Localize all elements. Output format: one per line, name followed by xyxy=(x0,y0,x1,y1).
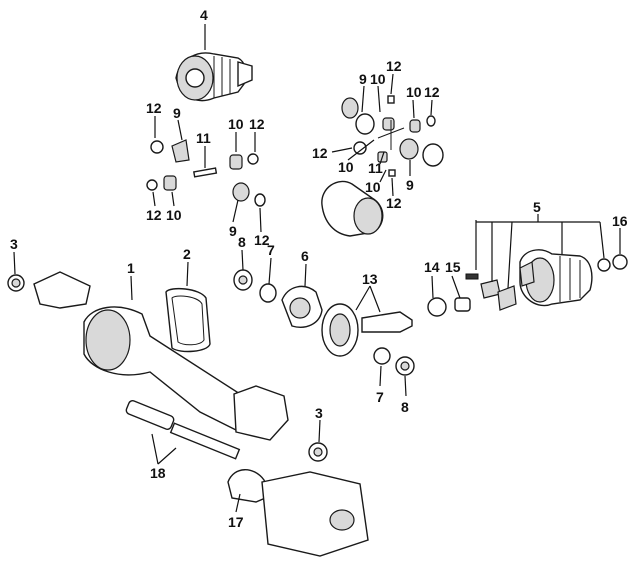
callout-10: 10 xyxy=(406,84,422,100)
washer-12h xyxy=(388,169,396,177)
right-knuckle xyxy=(233,385,289,441)
callout-12: 12 xyxy=(312,145,328,161)
cv-axle-part-17 xyxy=(227,469,369,557)
callout-10: 10 xyxy=(166,207,182,223)
callout-10: 10 xyxy=(228,116,244,132)
bearing-cup-7b xyxy=(373,347,391,365)
washer-12b xyxy=(247,153,259,165)
callout-3: 3 xyxy=(10,236,18,252)
ring-pinion-set-part-13 xyxy=(321,297,471,376)
callout-12: 12 xyxy=(386,195,402,211)
callout-10: 10 xyxy=(365,179,381,195)
cover-gasket-part-2 xyxy=(165,287,211,353)
carrier-housing-part-5 xyxy=(465,249,628,311)
bearing-cup-part xyxy=(597,258,611,272)
axle-housing-part-1 xyxy=(7,271,328,462)
callout-5: 5 xyxy=(533,199,541,215)
callout-14: 14 xyxy=(424,259,440,275)
gear-10c xyxy=(382,117,395,131)
washer-12f xyxy=(426,115,436,127)
callout-12: 12 xyxy=(146,207,162,223)
side-gear-9d xyxy=(399,138,419,160)
bolt-part xyxy=(465,273,479,280)
left-gear-set xyxy=(146,139,266,207)
bearing-cup-7a xyxy=(259,283,277,303)
differential-part-6 xyxy=(233,269,323,328)
callout-12: 12 xyxy=(249,116,265,132)
callout-12: 12 xyxy=(254,232,270,248)
washer-12d xyxy=(254,193,266,207)
callout-13: 13 xyxy=(362,271,378,287)
side-gear-9c xyxy=(341,97,359,119)
callout-12: 12 xyxy=(424,84,440,100)
washer-12a xyxy=(150,140,164,154)
callout-12: 12 xyxy=(386,58,402,74)
right-gear-set xyxy=(321,95,444,237)
side-gear-9a xyxy=(171,139,190,163)
washer-12c xyxy=(146,179,158,191)
callout-18: 18 xyxy=(150,465,166,481)
differential-case-part-4 xyxy=(175,52,253,102)
pinion-shaft xyxy=(361,311,413,333)
callout-7: 7 xyxy=(267,242,275,258)
callout-10: 10 xyxy=(338,159,354,175)
bearing-14 xyxy=(427,297,447,317)
callout-9: 9 xyxy=(406,177,414,193)
callout-labels: 4 12 9 10 12 11 10 12 12 10 9 12 9 10 12… xyxy=(10,7,628,530)
gear-10d xyxy=(409,119,421,133)
callout-6: 6 xyxy=(301,248,309,264)
seal-part-16 xyxy=(612,254,628,270)
callout-2: 2 xyxy=(183,246,191,262)
axle-shafts-part-18 xyxy=(125,400,241,460)
callout-16: 16 xyxy=(612,213,628,229)
callout-9: 9 xyxy=(173,105,181,121)
callout-9: 9 xyxy=(229,223,237,239)
callout-11: 11 xyxy=(368,160,383,176)
callout-3: 3 xyxy=(315,405,323,421)
callout-8: 8 xyxy=(401,399,409,415)
callout-1: 1 xyxy=(127,260,135,276)
washer-12g xyxy=(353,141,367,155)
leader-lines xyxy=(13,24,621,513)
callout-8: 8 xyxy=(238,234,246,250)
shaft-11 xyxy=(193,167,218,178)
left-knuckle xyxy=(33,271,91,309)
callout-12: 12 xyxy=(146,100,162,116)
callout-10: 10 xyxy=(370,71,386,87)
callout-9: 9 xyxy=(359,71,367,87)
callout-11: 11 xyxy=(196,130,211,146)
gear-10a xyxy=(229,154,243,170)
callout-15: 15 xyxy=(445,259,461,275)
washer-12e xyxy=(387,95,395,104)
callout-17: 17 xyxy=(228,514,244,530)
gear-10b xyxy=(163,175,177,191)
callout-4: 4 xyxy=(200,7,208,23)
callout-7: 7 xyxy=(376,389,384,405)
collapsible-spacer-15 xyxy=(454,297,471,312)
side-gear-9b xyxy=(232,182,250,202)
